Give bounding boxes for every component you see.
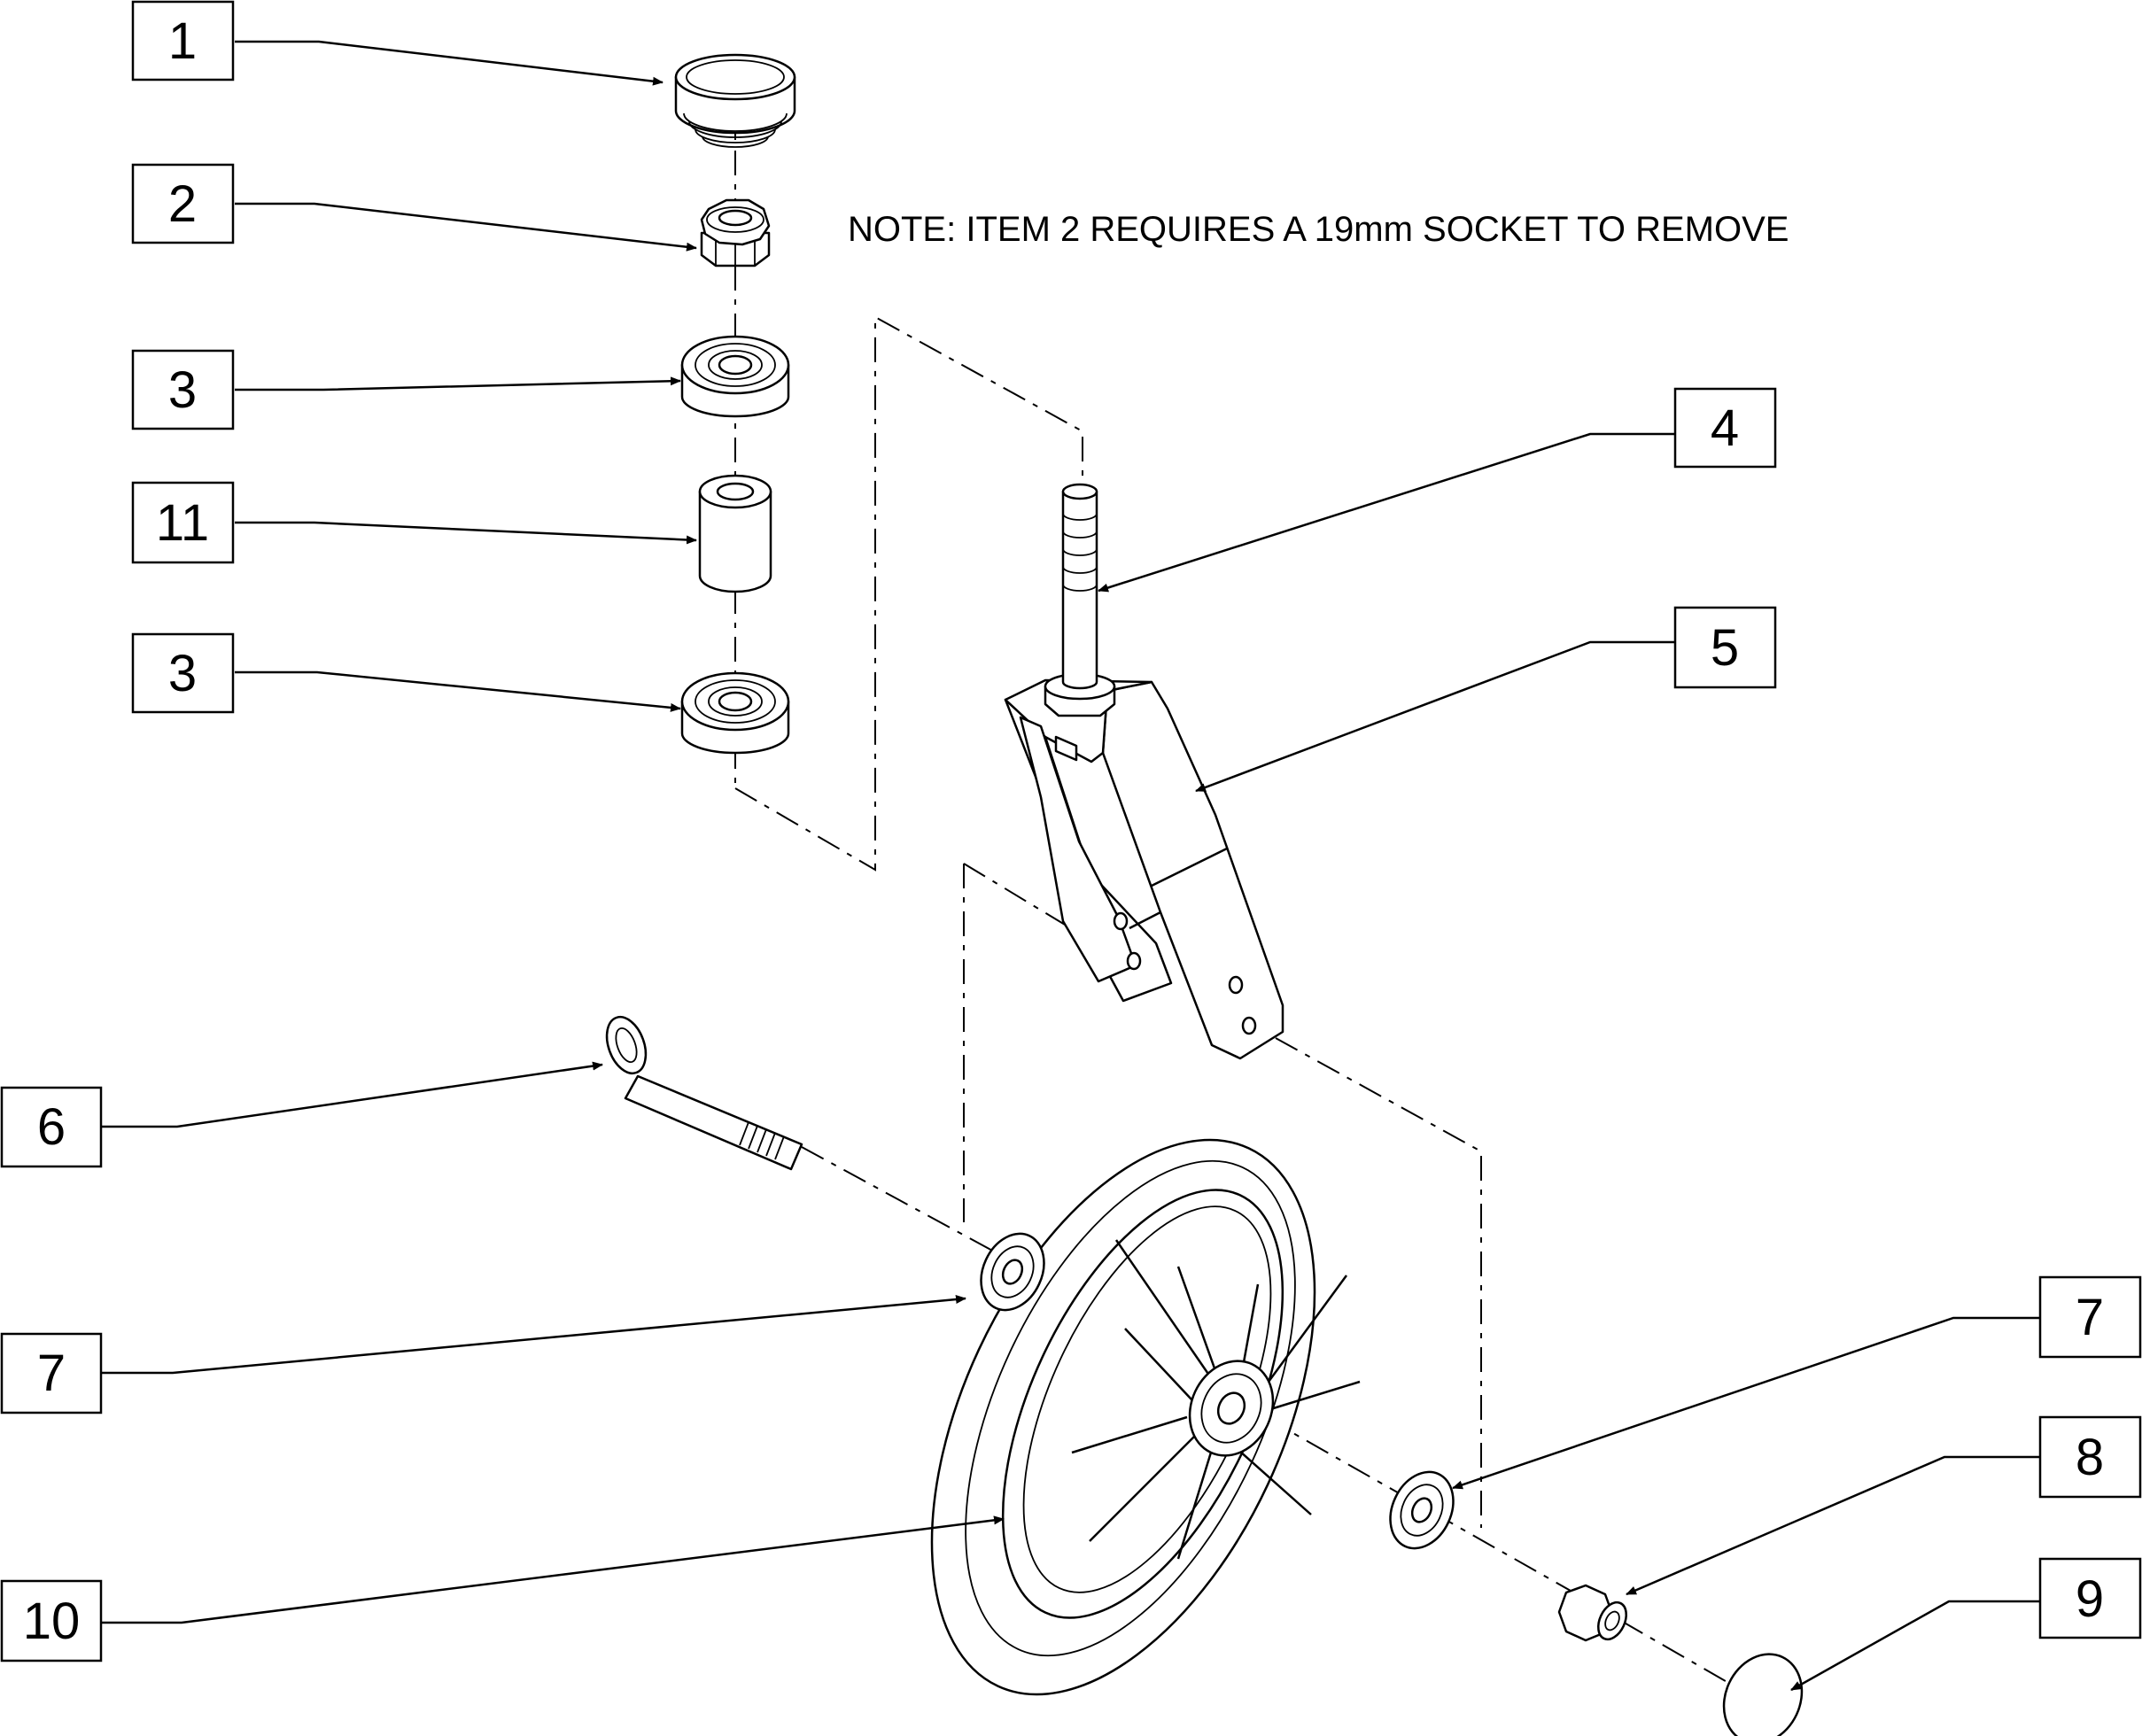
callout-11: 11 <box>131 481 235 564</box>
part-8-lock-nut <box>1557 1584 1627 1642</box>
part-6-axle-bolt <box>605 1015 803 1171</box>
svg-text:9: 9 <box>2076 1570 2104 1628</box>
callout-7-left: 7 <box>0 1332 103 1414</box>
callout-6: 6 <box>0 1086 103 1168</box>
svg-text:10: 10 <box>23 1593 81 1650</box>
part-3-bearing-lower <box>680 671 790 755</box>
callout-9: 9 <box>2038 1557 2142 1639</box>
part-4-stem-bolt <box>1044 483 1116 717</box>
part-10-wheel <box>930 1138 1361 1696</box>
svg-text:1: 1 <box>168 12 197 70</box>
svg-text:6: 6 <box>37 1098 66 1156</box>
svg-text:3: 3 <box>168 361 197 419</box>
svg-text:3: 3 <box>168 645 197 702</box>
callout-4: 4 <box>1673 387 1777 469</box>
center-lines <box>734 124 1737 1688</box>
svg-text:2: 2 <box>168 175 197 233</box>
part-9-axle-cap <box>1722 1653 1804 1736</box>
callout-8: 8 <box>2038 1415 2142 1499</box>
part-7-bearing-left <box>980 1232 1045 1312</box>
svg-text:4: 4 <box>1711 399 1739 457</box>
svg-text:7: 7 <box>37 1345 66 1402</box>
svg-text:11: 11 <box>156 494 209 552</box>
callout-3-upper: 3 <box>131 349 235 430</box>
part-2-nut <box>700 198 771 267</box>
callout-3-lower: 3 <box>131 632 235 714</box>
part-3-bearing-upper <box>680 335 790 418</box>
note-text: NOTE: ITEM 2 REQUIRES A 19mm SOCKET TO R… <box>848 210 1789 249</box>
part-7-bearing-right <box>1389 1470 1455 1550</box>
leader-lines <box>102 40 2040 1692</box>
svg-text:7: 7 <box>2076 1289 2104 1346</box>
part-1-cap <box>674 53 796 148</box>
callout-10: 10 <box>0 1579 103 1662</box>
callout-7-right: 7 <box>2038 1275 2142 1359</box>
callout-2: 2 <box>131 163 235 244</box>
callout-1: 1 <box>131 0 235 81</box>
callout-5: 5 <box>1673 606 1777 689</box>
svg-text:8: 8 <box>2076 1429 2104 1486</box>
svg-text:5: 5 <box>1711 619 1739 677</box>
part-11-spacer <box>698 474 772 593</box>
part-5-fork <box>1004 678 1284 1060</box>
